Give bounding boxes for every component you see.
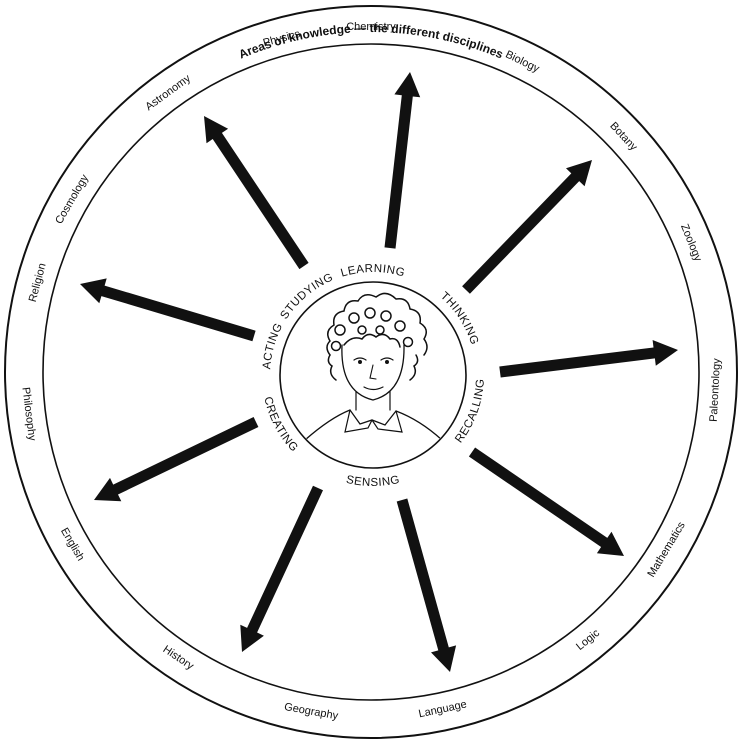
arrow-7 <box>94 417 258 501</box>
discipline-label-zoology: Zoology <box>678 222 704 263</box>
arrow-4 <box>469 448 624 557</box>
arrow-8 <box>80 278 256 341</box>
discipline-label-english: English <box>58 526 86 563</box>
discipline-label-philosophy: Philosophy <box>19 387 38 442</box>
discipline-label-history: History <box>161 643 196 672</box>
discipline-label-geography: Geography <box>283 701 339 722</box>
activity-label-sensing: SENSING <box>345 474 401 489</box>
discipline-label-mathematics: Mathematics <box>645 519 688 579</box>
arrow-5 <box>397 499 456 673</box>
discipline-label-biology: Biology <box>503 49 541 76</box>
discipline-label-logic: Logic <box>574 627 602 653</box>
arrow-1 <box>385 72 421 249</box>
discipline-label-astronomy: Astronomy <box>143 72 193 113</box>
arrow-3 <box>499 340 678 378</box>
arrow-9 <box>204 116 309 269</box>
activity-label-learning: LEARNING <box>340 263 407 280</box>
discipline-label-language: Language <box>417 698 467 720</box>
arrow-2 <box>462 160 592 294</box>
discipline-label-religion: Religion <box>27 262 49 304</box>
arrow-6 <box>240 486 323 652</box>
discipline-label-chemistry: Chemistry <box>346 21 396 33</box>
discipline-label-paleontology: Paleontology <box>708 358 723 423</box>
